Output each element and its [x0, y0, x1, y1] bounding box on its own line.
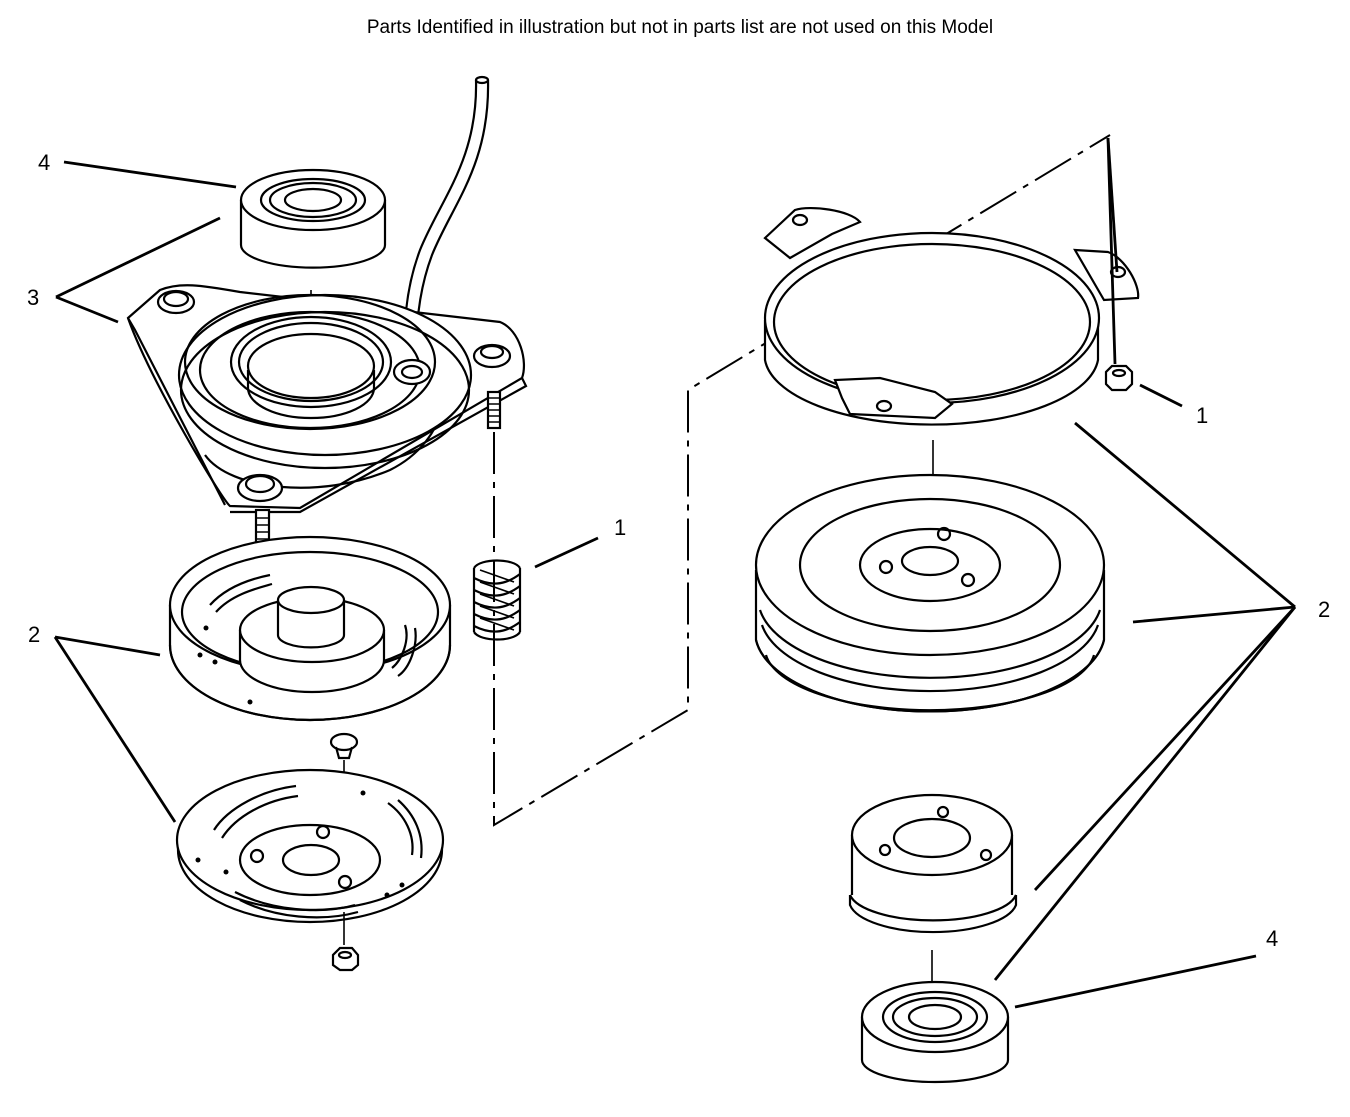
callout-right-4: 4 [1266, 926, 1278, 951]
callout-right-1: 1 [1196, 403, 1208, 428]
nut-right [1104, 364, 1183, 408]
brake-bracket-ring [763, 207, 1140, 426]
armature-plate-left [175, 768, 445, 924]
callout-left-1: 1 [614, 515, 626, 540]
bearing-bottom-right [860, 980, 1010, 1084]
callout-right-2: 2 [1318, 597, 1330, 622]
header-note: Parts Identified in illustration but not… [367, 17, 993, 38]
field-coil-flange [126, 284, 528, 514]
rivet [329, 732, 359, 760]
nut-bottom-left [331, 912, 360, 972]
rotor-left [168, 535, 452, 722]
bearing-top-left [239, 168, 387, 269]
callout-left-2: 2 [28, 622, 40, 647]
callout-left-3: 3 [27, 285, 39, 310]
leaders-left [53, 160, 599, 823]
leaders-right [993, 421, 1297, 1009]
leader-nut-top [1106, 137, 1117, 365]
spacer-hub [848, 793, 1018, 934]
pulley [754, 473, 1106, 713]
flange-bolts [254, 390, 502, 558]
spring [472, 559, 522, 641]
callout-left-4: 4 [38, 150, 50, 175]
